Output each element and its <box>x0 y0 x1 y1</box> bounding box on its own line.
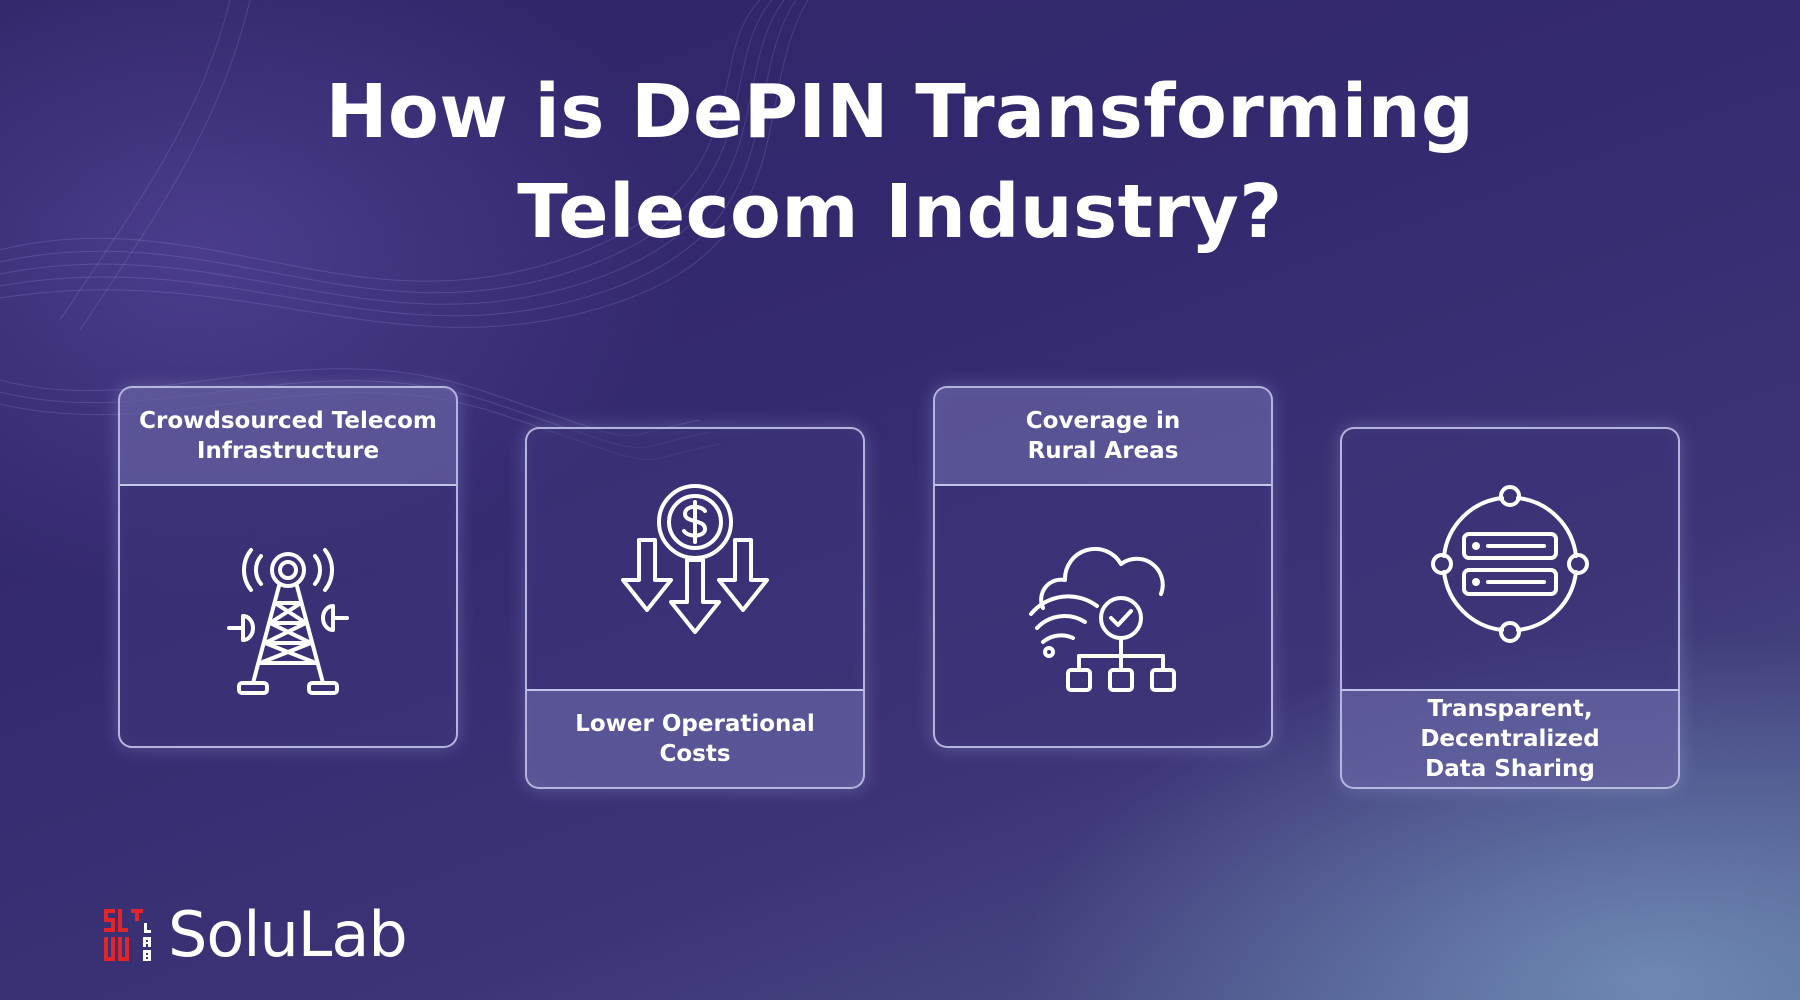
card-lower-operational-costs: Lower Operational Costs <box>525 427 865 789</box>
dollar-down-arrows-icon <box>621 484 769 634</box>
card-label-text: Coverage in Rural Areas <box>1025 408 1181 464</box>
card-rural-coverage: Coverage in Rural Areas <box>933 386 1273 748</box>
title-line-1: How is DePIN Transforming <box>325 69 1475 155</box>
card-label: Transparent, Decentralized Data Sharing <box>1342 689 1678 787</box>
card-label: Coverage in Rural Areas <box>935 388 1271 486</box>
brand-name: SoluLab <box>168 898 408 971</box>
server-network-icon <box>1431 485 1589 643</box>
solulab-mark-icon <box>104 909 151 961</box>
card-label-text: Lower Operational Costs <box>575 711 815 767</box>
card-label-text: Transparent, Decentralized Data Sharing <box>1420 696 1600 782</box>
card-label: Lower Operational Costs <box>527 689 863 787</box>
title-line-2: Telecom Industry? <box>517 169 1283 255</box>
card-label-text: Crowdsourced Telecom Infrastructure <box>139 408 437 464</box>
solulab-logo: SoluLab <box>104 898 408 971</box>
telecom-tower-icon <box>227 548 349 695</box>
page-title: How is DePIN Transforming Telecom Indust… <box>0 62 1800 262</box>
card-label: Crowdsourced Telecom Infrastructure <box>120 388 456 486</box>
card-crowdsourced-infrastructure: Crowdsourced Telecom Infrastructure <box>118 386 458 748</box>
card-decentralized-data-sharing: Transparent, Decentralized Data Sharing <box>1340 427 1680 789</box>
cloud-network-icon <box>1029 546 1176 692</box>
